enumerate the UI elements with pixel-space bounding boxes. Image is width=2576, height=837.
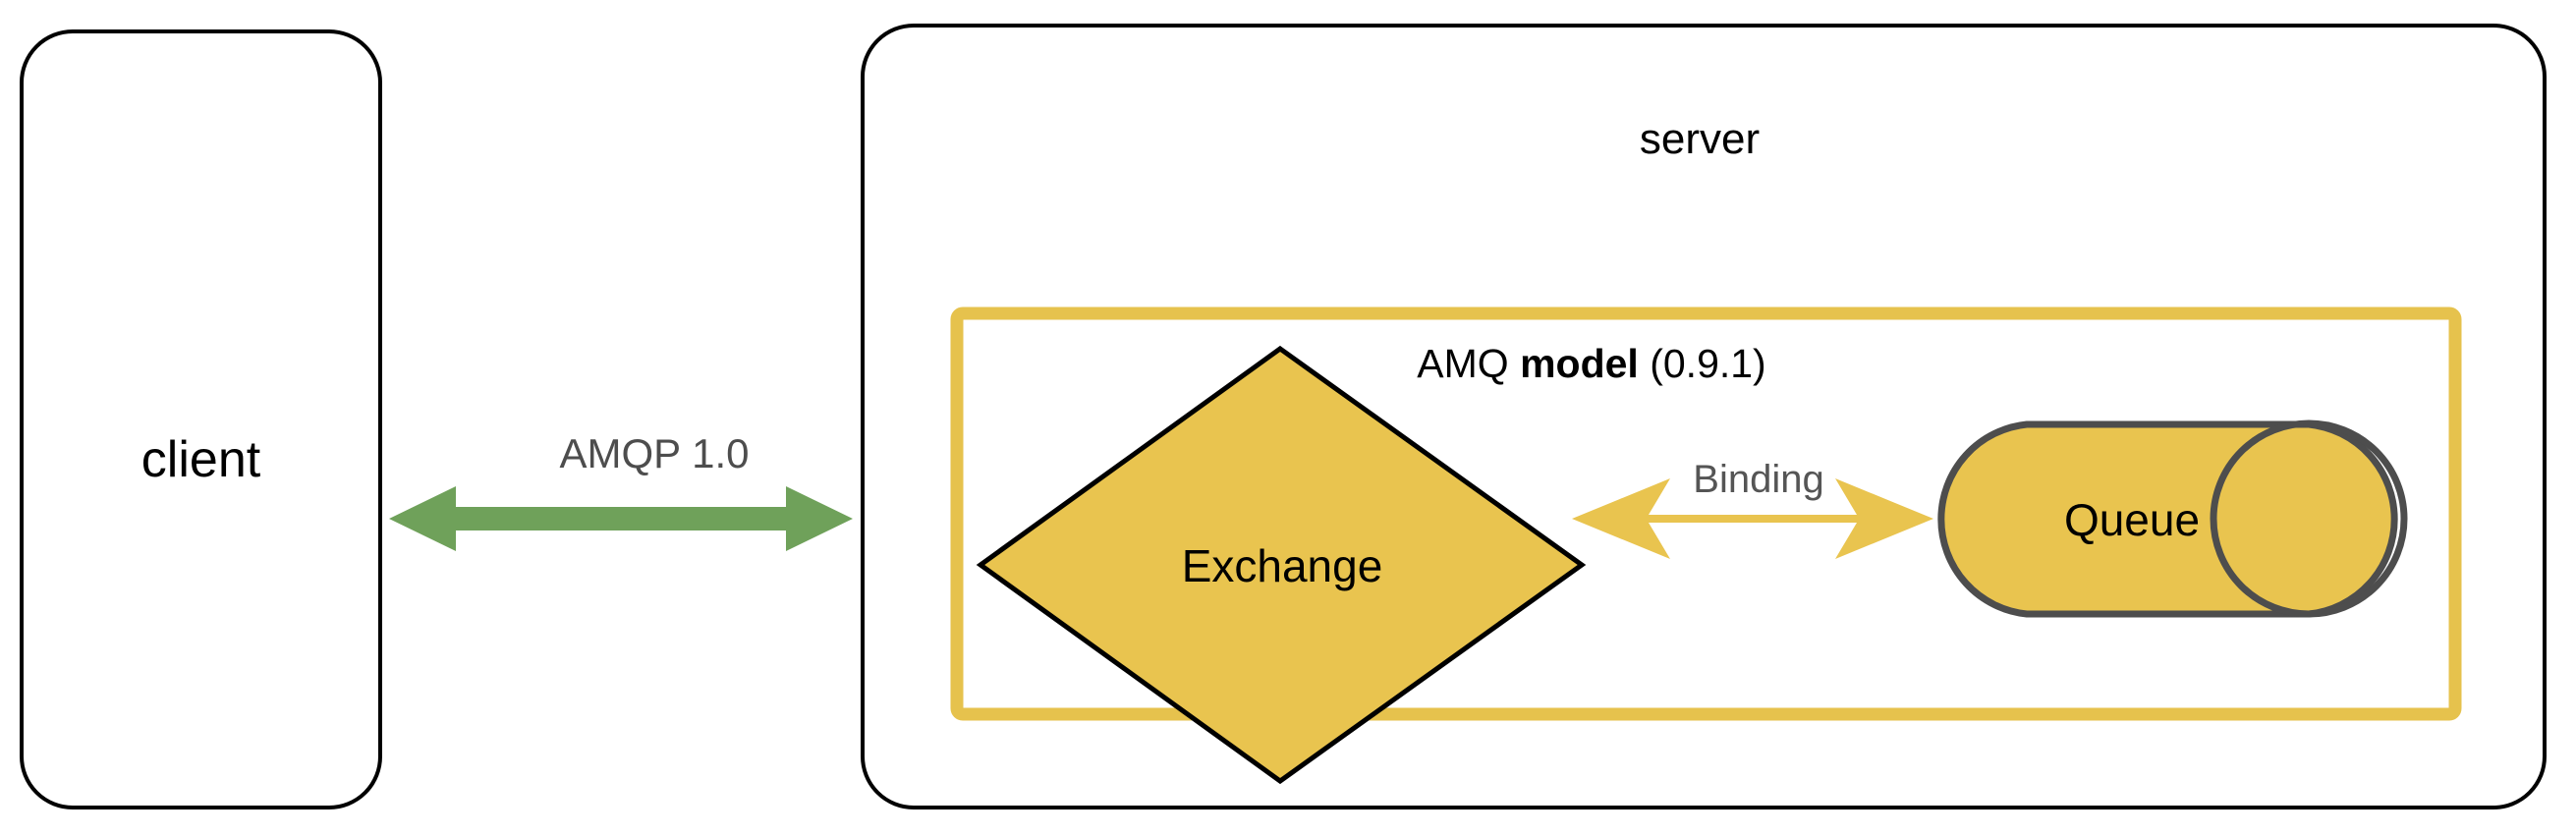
amq-model-box[interactable] [950, 307, 2462, 721]
client-label: client [140, 431, 261, 488]
amq-model-label-bold: model [1520, 341, 1639, 386]
server-label: server [1639, 115, 1761, 163]
amqp-connection-label: AMQP 1.0 [559, 430, 750, 476]
binding-arrow[interactable] [1572, 478, 1933, 559]
queue-label: Queue [2063, 494, 2201, 545]
exchange-diamond[interactable] [976, 345, 1587, 785]
client-box[interactable] [20, 29, 382, 809]
amq-model-label: AMQ model (0.9.1) [1248, 344, 1935, 384]
queue-cylinder[interactable] [1937, 419, 2408, 618]
binding-label: Binding [1693, 458, 1824, 501]
exchange-label: Exchange [1181, 540, 1383, 591]
amqp-connection-arrow[interactable] [389, 486, 853, 551]
amq-model-label-prefix: AMQ [1417, 341, 1521, 386]
amq-model-label-suffix: (0.9.1) [1638, 341, 1766, 386]
